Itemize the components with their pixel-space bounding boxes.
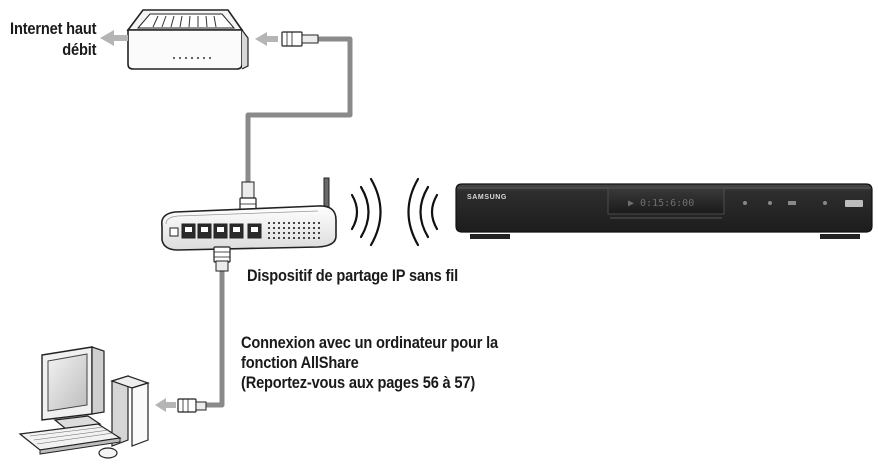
ethernet-plug-icon xyxy=(213,246,231,272)
modem-icon xyxy=(126,9,249,70)
player-brand-label: SAMSUNG xyxy=(467,194,507,201)
internet-label-line-1: Internet haut xyxy=(9,19,96,38)
internet-label: Internet haut débit xyxy=(10,18,96,60)
cable-router-computer xyxy=(200,268,225,408)
wifi-signal-icon xyxy=(407,177,439,247)
computer-label-line-3: (Reportez-vous aux pages 56 à 57) xyxy=(241,373,476,392)
wireless-router-icon xyxy=(160,177,337,251)
ethernet-plug-icon xyxy=(281,31,319,47)
arrow-to-internet xyxy=(100,30,128,46)
computer-label-line-2: fonction AllShare xyxy=(241,353,359,372)
router-label: Dispositif de partage IP sans fil xyxy=(247,265,458,286)
arrow-into-computer xyxy=(155,398,176,412)
wifi-signal-icon xyxy=(350,177,382,247)
router-label-text: Dispositif de partage IP sans fil xyxy=(247,266,458,285)
cable-modem-router xyxy=(245,36,353,190)
blu-ray-player-icon xyxy=(455,183,873,239)
computer-connection-label: Connexion avec un ordinateur pour la fon… xyxy=(241,333,498,393)
ethernet-plug-icon xyxy=(177,398,207,413)
computer-label-line-1: Connexion avec un ordinateur pour la xyxy=(241,333,499,352)
desktop-computer-icon xyxy=(18,346,150,459)
arrow-into-modem xyxy=(255,32,278,46)
player-display-readout: ▶ 0:15:6:00 xyxy=(628,198,694,209)
internet-label-line-2: débit xyxy=(61,40,96,59)
